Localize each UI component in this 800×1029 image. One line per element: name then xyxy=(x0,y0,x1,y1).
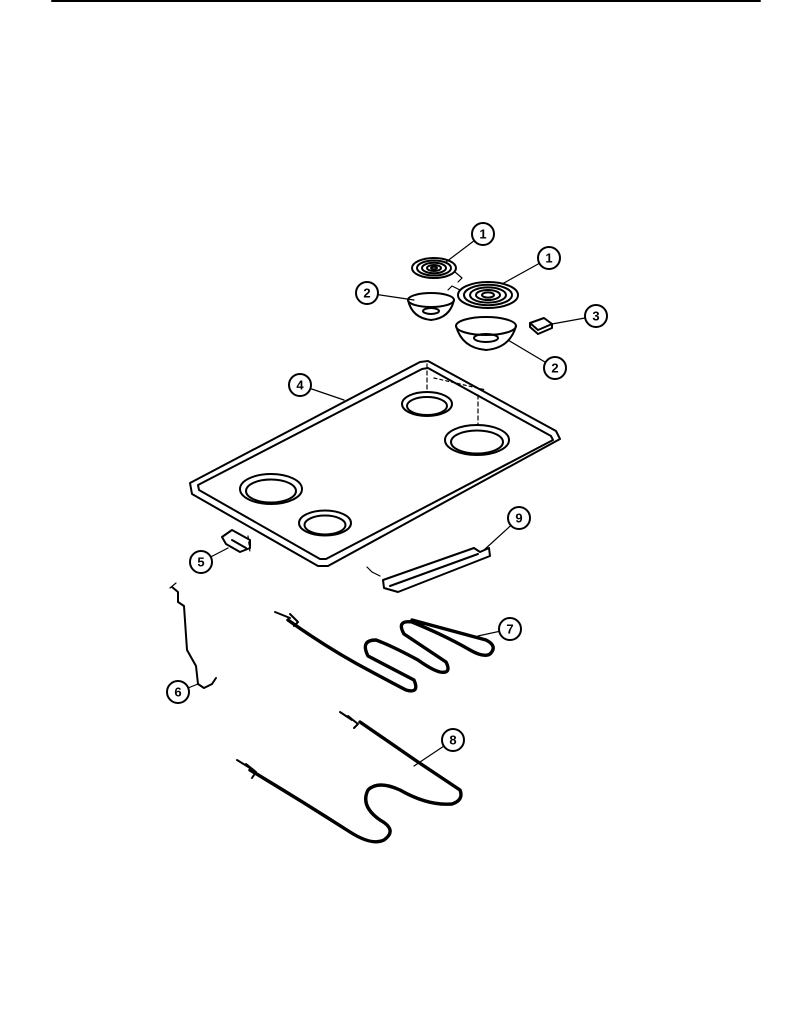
callout-2b: 2 xyxy=(543,356,567,380)
callout-4-label: 4 xyxy=(296,378,304,393)
callout-1b: 1 xyxy=(537,246,561,270)
burner-hole-front-right xyxy=(298,509,352,537)
callout-2a: 2 xyxy=(355,281,379,305)
callout-1b-label: 1 xyxy=(545,251,552,266)
main-top-panel xyxy=(189,360,561,567)
callout-9: 9 xyxy=(507,506,531,530)
callout-4: 4 xyxy=(288,373,312,397)
terminal-block xyxy=(529,317,553,335)
callout-6: 6 xyxy=(166,680,190,704)
drip-pan-small xyxy=(407,292,455,321)
ground-wire xyxy=(169,582,217,689)
callout-1a-label: 1 xyxy=(479,227,486,242)
burner-hole-back-right xyxy=(444,424,510,456)
callout-3-label: 3 xyxy=(592,309,599,324)
bake-element xyxy=(236,711,463,844)
callout-8-label: 8 xyxy=(449,733,456,748)
drip-pan-large xyxy=(455,316,517,351)
callout-1a: 1 xyxy=(471,222,495,246)
callout-7: 7 xyxy=(498,617,522,641)
element-support-bracket xyxy=(366,547,491,593)
callout-9-label: 9 xyxy=(515,511,522,526)
burner-hole-front-left xyxy=(239,473,303,505)
surface-element-small xyxy=(411,257,463,283)
callout-2a-label: 2 xyxy=(363,286,370,301)
leader-lines xyxy=(177,233,597,767)
callout-8: 8 xyxy=(441,728,465,752)
callout-3: 3 xyxy=(584,304,608,328)
surface-element-large xyxy=(447,281,519,309)
broil-element xyxy=(274,611,495,693)
mounting-bracket xyxy=(221,529,251,553)
callout-5-label: 5 xyxy=(197,555,204,570)
callout-6-label: 6 xyxy=(174,685,181,700)
callout-2b-label: 2 xyxy=(551,361,558,376)
callout-7-label: 7 xyxy=(506,622,513,637)
callout-5: 5 xyxy=(189,550,213,574)
burner-hole-back-left xyxy=(401,391,453,417)
